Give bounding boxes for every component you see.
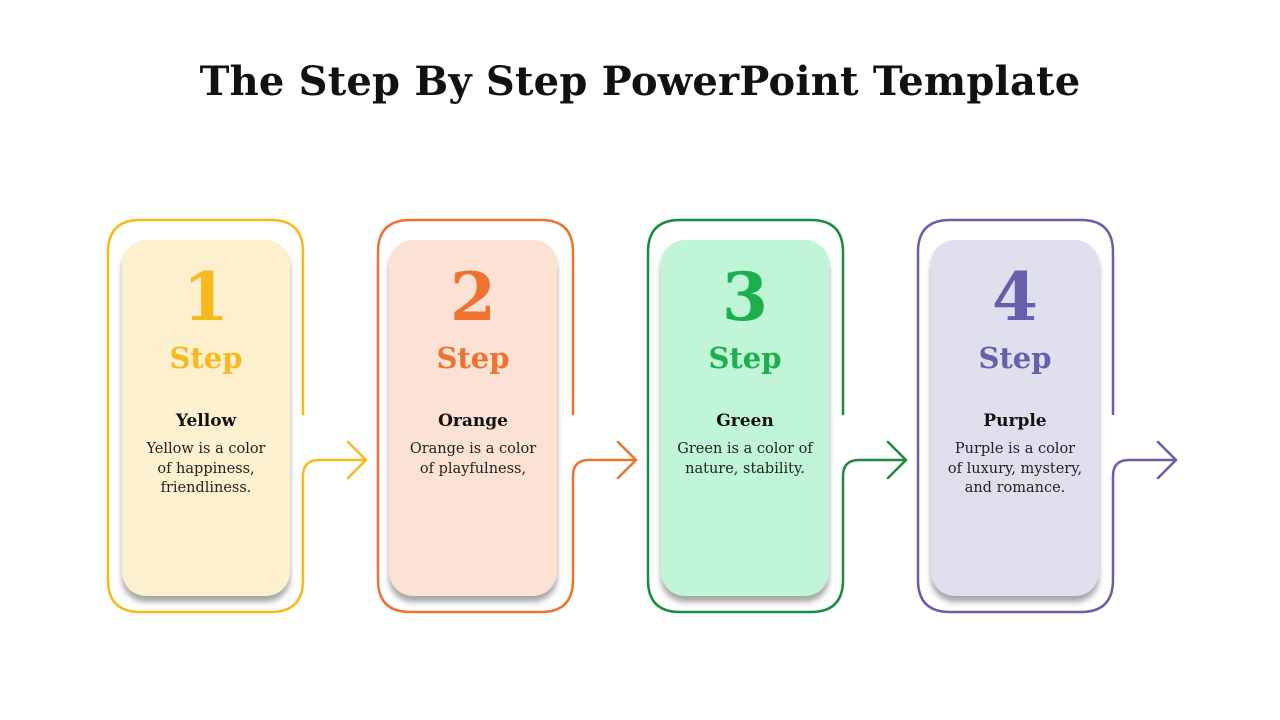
step-card-4: 4 Step Purple Purple is a color of luxur… [931, 240, 1099, 596]
step-name: Yellow [175, 411, 237, 431]
page-title: The Step By Step PowerPoint Template [199, 58, 1081, 105]
step-name: Purple [983, 411, 1047, 431]
step-name: Green [716, 411, 774, 431]
step-card-3: 3 Step Green Green is a color of nature,… [661, 240, 829, 596]
step-label: Step [978, 341, 1052, 375]
step-number: 3 [722, 258, 768, 336]
step-description: Yellow is a color of happiness, friendli… [146, 441, 266, 496]
step-label: Step [436, 341, 510, 375]
step-description: Purple is a color of luxury, mystery, an… [947, 441, 1083, 496]
step-number: 4 [992, 258, 1038, 336]
step-description: Orange is a color of playfulness, [409, 441, 537, 477]
step-name: Orange [438, 411, 508, 431]
step-label: Step [708, 341, 782, 375]
step-card-1: 1 Step Yellow Yellow is a color of happi… [122, 240, 290, 596]
step-number: 2 [450, 258, 496, 336]
step-card-2: 2 Step Orange Orange is a color of playf… [389, 240, 557, 596]
step-number: 1 [183, 258, 229, 336]
step-label: Step [169, 341, 243, 375]
step-description: Green is a color of nature, stability. [677, 441, 813, 477]
